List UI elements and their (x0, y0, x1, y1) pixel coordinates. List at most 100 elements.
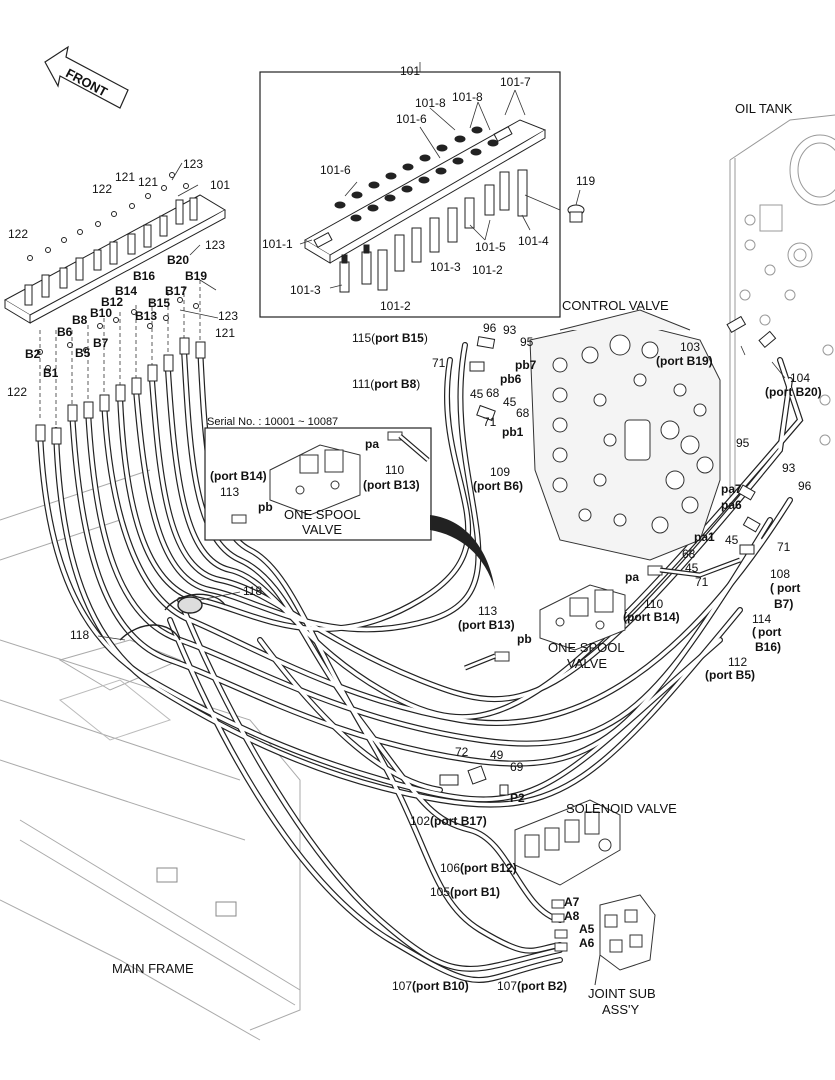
joint-sub-assy (551, 894, 656, 986)
part-101-8-b: 101-8 (415, 96, 446, 110)
port-b17-tag: B17 (165, 284, 188, 298)
part-69: 69 (510, 760, 524, 774)
one-spool-valve-detail-label-2: VALVE (302, 522, 342, 537)
one-spool-valve-label-2: VALVE (567, 656, 607, 671)
port-a5: A5 (579, 922, 595, 936)
port-b16-tag: B16 (133, 269, 156, 283)
part-68-c: 68 (682, 547, 696, 561)
detail-port-pb: pb (258, 500, 273, 514)
part-96-b: 96 (798, 479, 812, 493)
port-pb7: pb7 (515, 358, 537, 372)
port-a7: A7 (564, 895, 580, 909)
port-b20-tag: B20 (167, 253, 190, 267)
port-pa1: pa1 (694, 530, 715, 544)
part-101-7: 101-7 (500, 75, 531, 89)
part-122-c: 122 (7, 385, 28, 399)
part-122-a: 122 (92, 182, 113, 196)
part-113: 113 (478, 604, 498, 618)
port-b10-tag: B10 (90, 306, 113, 320)
port-ref-114-port: port (758, 625, 782, 639)
terminal-block-101 (304, 119, 547, 264)
part-119: 119 (576, 174, 596, 188)
part-101-2-b: 101-2 (380, 299, 411, 313)
port-pb6: pb6 (500, 372, 522, 386)
control-valve-detail (552, 334, 714, 534)
detail-callout-pointer (430, 515, 495, 590)
port-a6: A6 (579, 936, 595, 950)
part-45-a: 45 (470, 387, 484, 401)
main-frame-label: MAIN FRAME (112, 961, 194, 976)
fitting-102 (439, 765, 509, 796)
left-block-fittings (24, 197, 198, 306)
port-ref-b14: (port B14) (623, 610, 680, 624)
part-104: 104 (790, 371, 811, 385)
port-b8-tag: B8 (72, 313, 88, 327)
part-101-8-a: 101-8 (452, 90, 483, 104)
part-95-b: 95 (736, 436, 750, 450)
part-102: 102(port B17) (410, 814, 487, 828)
port-b6-tag: B6 (57, 325, 73, 339)
part-123-c: 123 (218, 309, 239, 323)
part-101-4: 101-4 (518, 234, 549, 248)
port-b13-tag: B13 (135, 309, 158, 323)
port-b12-tag: B12 (101, 295, 124, 309)
one-spool-valve-detail-label-1: ONE SPOOL (284, 507, 361, 522)
part-101-3-a: 101-3 (430, 260, 461, 274)
oil-tank-outline (729, 114, 835, 500)
port-b2-tag: B2 (25, 347, 41, 361)
part-72: 72 (455, 745, 469, 759)
part-93-a: 93 (503, 323, 517, 337)
port-b14-tag: B14 (115, 284, 138, 298)
part-106: 106(port B12) (440, 861, 517, 875)
part-105: 105(port B1) (430, 885, 501, 899)
part-107-b10: 107(port B10) (392, 979, 469, 993)
part-101-left: 101 (210, 178, 231, 192)
part-123-a: 123 (183, 157, 204, 171)
port-p2: P2 (510, 791, 525, 805)
part-71-c: 71 (777, 540, 791, 554)
part-49: 49 (490, 748, 504, 762)
one-spool-valve-main (464, 557, 741, 671)
bolt-119 (567, 204, 585, 223)
port-ref-b19: (port B19) (656, 354, 713, 368)
part-101-box: 101 (400, 64, 421, 78)
port-b1-tag: B1 (43, 366, 59, 380)
part-107-b2: 107(port B2) (497, 979, 568, 993)
detail-part-113: 113 (220, 485, 240, 499)
joint-sub-label-2: ASS'Y (602, 1002, 640, 1017)
port-b19-tag: B19 (185, 269, 208, 283)
port-ref-b16: B16) (755, 640, 782, 654)
port-ref-108-b7-word: ( (770, 581, 774, 595)
serial-label: Serial No. : 10001 ~ 10087 (207, 416, 339, 428)
part-123-b: 123 (205, 238, 226, 252)
part-114: 114 (752, 612, 772, 626)
part-71-d: 71 (695, 575, 709, 589)
detail-port-pa: pa (365, 437, 380, 451)
control-valve-fittings (469, 315, 777, 555)
port-ref-b13: (port B13) (458, 618, 515, 632)
joint-sub-label-1: JOINT SUB (588, 986, 656, 1001)
port-b7-tag: B7 (93, 336, 109, 350)
port-b15-tag: B15 (148, 296, 171, 310)
part-93-b: 93 (782, 461, 796, 475)
part-68-b: 68 (516, 406, 530, 420)
clamps-118 (119, 593, 226, 641)
part-122-b: 122 (8, 227, 29, 241)
port-ref-108-b7: B7) (774, 597, 794, 611)
left-block-small-dots (27, 172, 199, 371)
part-111: 111(port B8) (352, 377, 421, 391)
part-103: 103 (680, 340, 701, 354)
part-115: 115(port B15) (352, 331, 428, 345)
solenoid-valve-label: SOLENOID VALVE (566, 801, 677, 816)
detail-box-101 (259, 71, 561, 318)
port-ref-b6: (port B6) (473, 479, 523, 493)
one-spool-valve-label-1: ONE SPOOL (548, 640, 625, 655)
leader-lines (97, 62, 786, 641)
port-b5-tag: B5 (75, 346, 91, 360)
part-95-a: 95 (520, 335, 534, 349)
detail-port-ref-b14: (port B14) (210, 469, 267, 483)
part-101-1: 101-1 (262, 237, 293, 251)
part-110: 110 (644, 597, 664, 611)
